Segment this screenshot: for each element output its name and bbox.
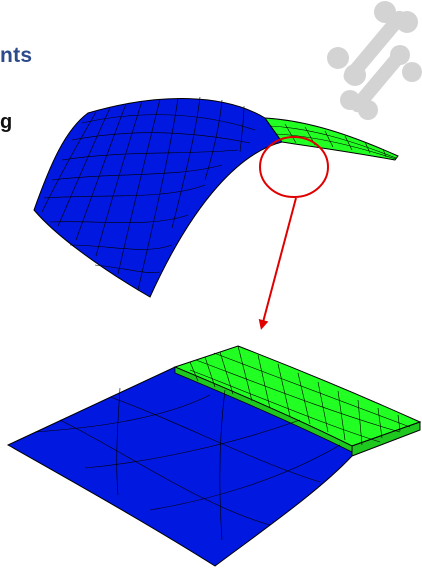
bone-chain-logo-icon <box>327 1 422 120</box>
detail-solid-mesh-side <box>351 421 421 457</box>
slide-subtitle-fragment: g <box>0 111 13 133</box>
zoomed-flat-panel-detail <box>6 345 422 567</box>
curved-shell-mesh <box>33 98 283 298</box>
zoom-callout-arrow <box>258 197 297 330</box>
zoom-callout-circle <box>259 136 329 198</box>
slide-title-fragment: nts <box>0 44 33 67</box>
curved-panel-overview <box>33 96 399 298</box>
